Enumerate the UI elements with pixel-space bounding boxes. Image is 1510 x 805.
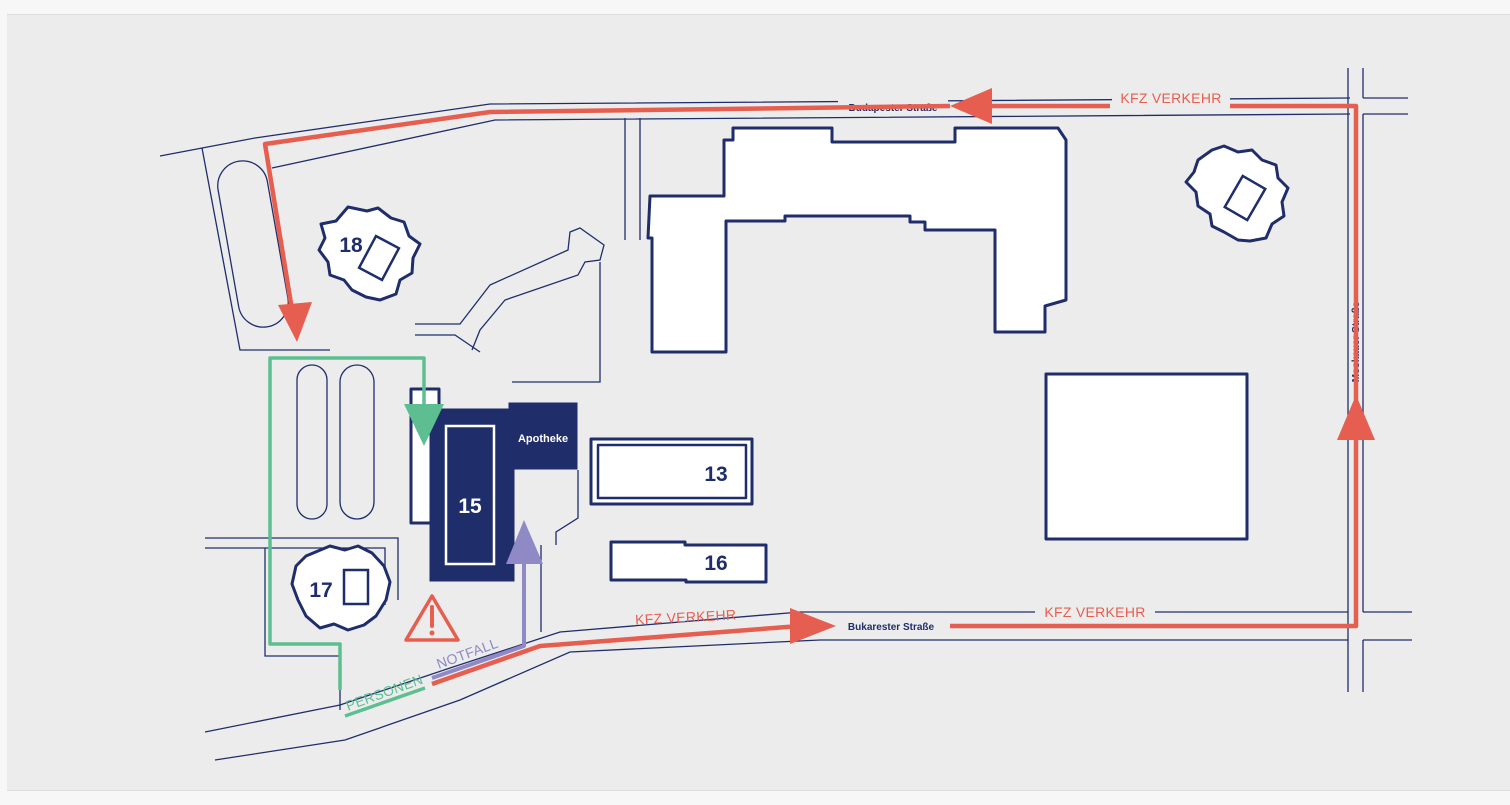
building-13: 13 [589,437,754,506]
emergency-path [431,555,526,680]
building-15-block [429,408,515,582]
traffic-south-right-bg [1035,603,1155,621]
road-south-upper [204,611,1348,733]
building-northeast-courtyard [1223,174,1267,222]
main-hospital-building [646,126,1068,354]
road-south-lower [214,639,1348,761]
building-17: 17 [290,544,392,632]
large-square-building [1044,372,1249,541]
street-south-bg [836,619,946,633]
building-13-label: 13 [704,463,727,486]
pedestrian-route: PERSONEN [268,356,444,718]
building-16-shape [609,540,768,584]
pharmacy-label: Apotheke [518,433,568,445]
building-18-courtyard [357,234,401,282]
pedestrian-path-south [344,686,426,718]
pharmacy-building [508,402,578,470]
parking-island-3 [339,364,375,520]
path-internal-6 [540,470,579,632]
road-north-inner [271,113,1351,169]
warning-exclamation-dot [429,630,435,636]
building-17-courtyard [342,568,370,606]
traffic-south-right-label: KFZ VERKEHR [1044,604,1145,620]
building-16-label: 16 [704,552,727,575]
traffic-north-bg [1112,90,1230,108]
traffic-north-label: KFZ VERKEHR [1120,90,1221,106]
car-route-south-segment [431,440,1359,687]
car-arrow-down [278,302,312,342]
building-17-shape [290,544,392,632]
pedestrian-path [268,356,426,690]
street-south-label: Bukarester Straße [848,622,935,633]
path-internal-3 [415,227,605,351]
parking-island-2 [296,364,328,520]
building-northeast [1184,144,1290,243]
car-route-east-segment [1230,103,1359,400]
warning-triangle-icon [404,594,460,642]
pedestrian-arrow-down [404,404,444,446]
car-arrow-left [950,88,992,124]
building-16: 16 [609,540,768,584]
traffic-south-left-label: KFZ VERKEHR [635,606,737,627]
buildings: 13 16 15 Apotheke 18 17 [290,126,1290,632]
building-15-inner [444,424,496,566]
building-17-label: 17 [309,579,332,602]
emergency-arrow-up [506,520,543,564]
car-route-north-west-segment [262,103,951,311]
car-arrow-up [1337,395,1375,440]
parking-island-1 [217,160,289,328]
road-east-junctions [1363,97,1412,641]
path-internal-4 [415,334,481,353]
building-13-inner [596,443,748,500]
building-18-label: 18 [339,234,363,257]
warning-triangle-outline [404,594,460,642]
road-west-drive [201,147,330,351]
car-arrow-right [790,608,836,644]
building-18: 18 [317,205,422,302]
car-traffic-route: KFZ VERKEHR KFZ VERKEHR KFZ VERKEHR [262,88,1375,687]
path-internal-5 [512,262,601,383]
building-northeast-shape [1184,144,1290,243]
building-18-shape [317,205,422,302]
building-15-label: 15 [458,495,482,518]
